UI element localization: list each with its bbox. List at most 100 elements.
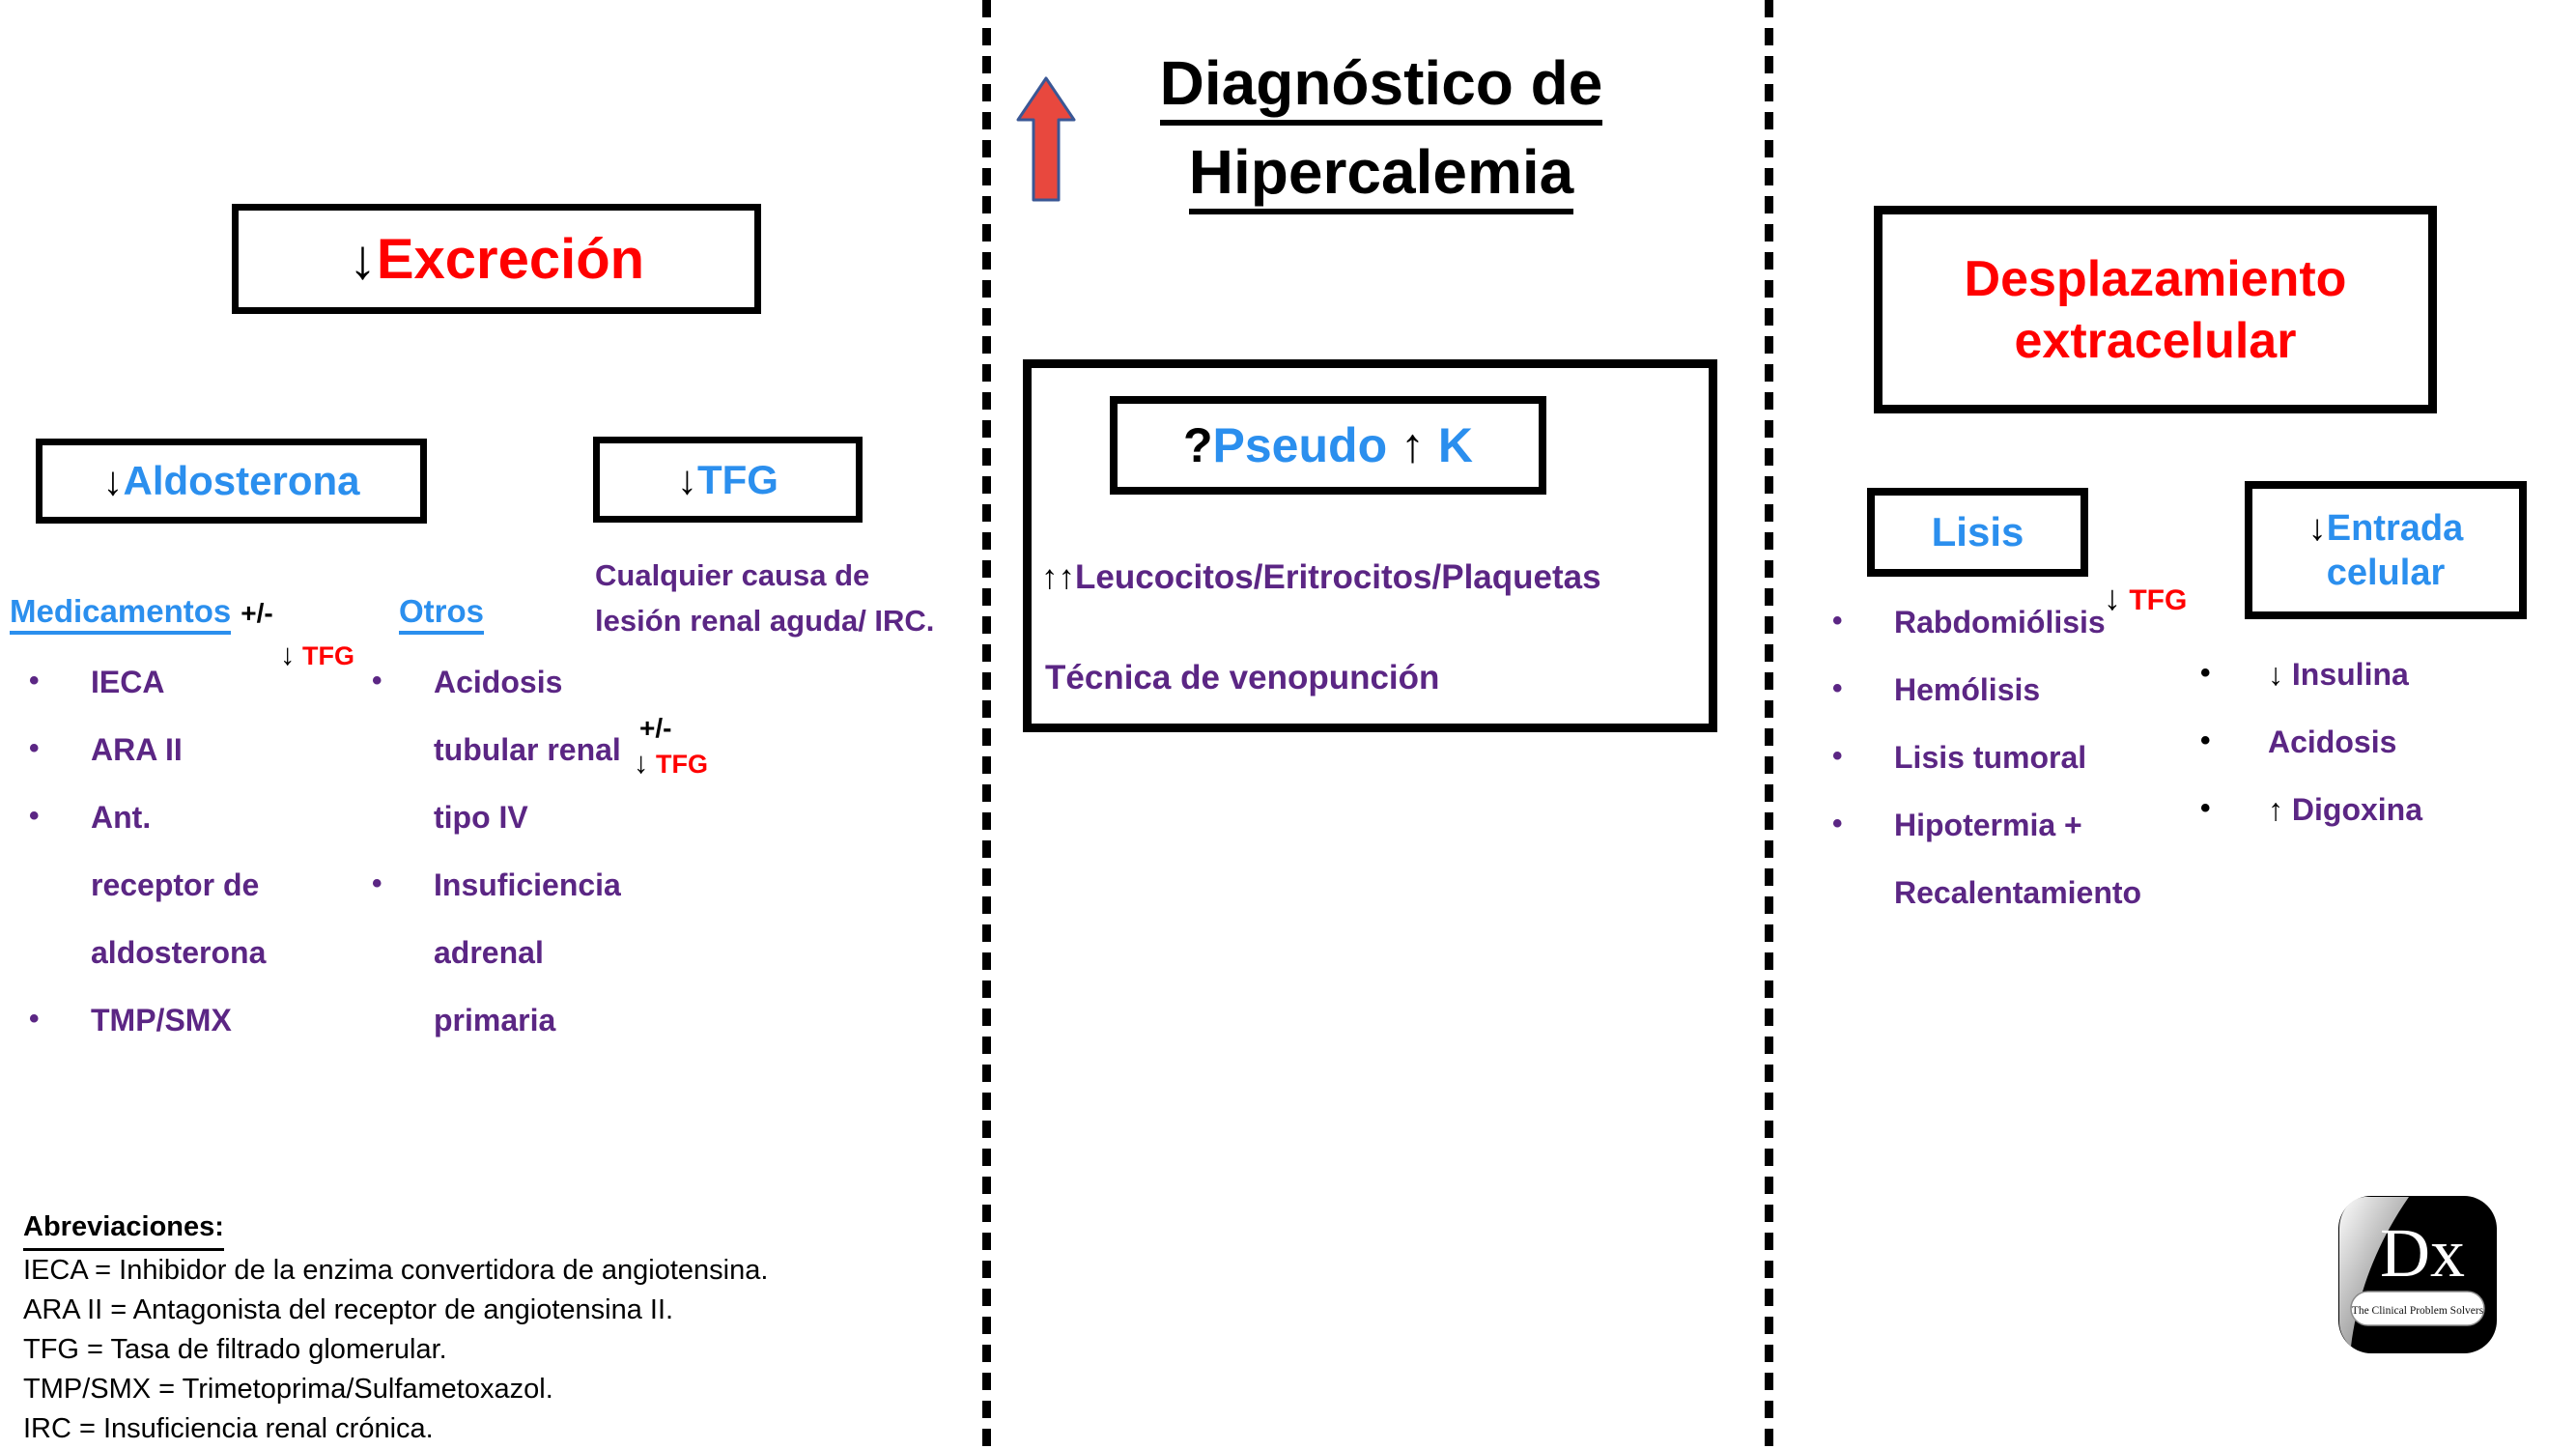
list-item: • TMP/SMX xyxy=(29,1003,266,1070)
excretion-label: Excreción xyxy=(376,227,645,291)
list-item: Recalentamiento xyxy=(1832,875,2141,943)
gfr-small-label: TFG xyxy=(2129,584,2188,616)
logo-subtitle: The Clinical Problem Solvers xyxy=(2352,1305,2484,1317)
pseudo-label: Pseudo xyxy=(1212,418,1388,472)
down-arrow-icon: ↓ xyxy=(677,456,697,502)
list-item: receptor de xyxy=(29,867,266,935)
gfr-small-label: TFG xyxy=(656,750,709,779)
medications-gfr-annotation: ↓ TFG xyxy=(280,638,354,672)
others-plus-minus-label: +/- xyxy=(639,713,672,743)
abbreviation-line: IECA = Inhibidor de la enzima convertido… xyxy=(23,1255,769,1286)
gfr-small-label: TFG xyxy=(302,641,355,670)
list-item-label: IECA xyxy=(91,665,165,699)
list-item-label: aldosterona xyxy=(91,935,267,970)
down-arrow-icon: ↓ xyxy=(348,227,377,291)
bullet-icon: • xyxy=(2200,724,2211,756)
clinical-problem-solvers-logo: Dx The Clinical Problem Solvers xyxy=(2337,1195,2498,1354)
bullet-icon: • xyxy=(29,665,40,696)
cell-entry-box: ↓Entrada celular xyxy=(2245,481,2527,619)
abbreviation-line: ARA II = Antagonista del receptor de ang… xyxy=(23,1294,674,1325)
list-item: • ↓ Insulina xyxy=(2200,657,2422,724)
list-item-label: Hemólisis xyxy=(1894,672,2041,707)
others-gfr-annotation: ↓ TFG xyxy=(634,746,708,781)
bullet-icon: • xyxy=(2200,792,2211,824)
abbreviation-line: TFG = Tasa de filtrado glomerular. xyxy=(23,1334,447,1365)
list-item: aldosterona xyxy=(29,935,266,1003)
up-arrow-icon: ↑ xyxy=(1401,418,1426,472)
shift-label-line1: Desplazamiento xyxy=(1964,250,2347,307)
page-title-line2: Hipercalemia xyxy=(1188,137,1574,214)
list-item: • Acidosis xyxy=(2200,724,2422,792)
question-mark: ? xyxy=(1182,418,1213,472)
title-up-arrow-icon xyxy=(1015,75,1077,208)
lysis-list: • Rabdomiólisis • Hemólisis • Lisis tumoral •H… xyxy=(1832,605,2141,943)
medications-list: • IECA • ARA II • Ant. receptor de aldosterona •… xyxy=(29,665,266,1070)
bullet-icon: • xyxy=(2200,657,2211,689)
abbreviation-line: IRC = Insuficiencia renal crónica. xyxy=(23,1413,434,1444)
list-item: adrenal xyxy=(372,935,621,1003)
abbreviations-title: Abreviaciones: xyxy=(23,1208,224,1251)
gfr-note-line2: lesión renal aguda/ IRC. xyxy=(595,604,935,638)
bullet-icon: • xyxy=(29,800,40,832)
list-item-label: tipo IV xyxy=(434,800,528,835)
column-divider-left xyxy=(982,0,991,1449)
lysis-box: Lisis xyxy=(1867,488,2088,577)
bullet-icon: • xyxy=(1832,740,1843,772)
excretion-header-box: ↓Excreción xyxy=(232,204,761,314)
medications-heading: Medicamentos+/- xyxy=(10,593,273,635)
down-arrow-icon: ↓ xyxy=(2104,578,2121,617)
abbreviation-line: TMP/SMX = Trimetoprima/Sulfametoxazol. xyxy=(23,1374,553,1405)
others-list: • Acidosis tubular renal tipo IV • Insuficien… xyxy=(372,665,621,1070)
shift-label-line2: extracelular xyxy=(2014,312,2297,369)
list-item-label: receptor de xyxy=(91,867,260,902)
bullet-icon: • xyxy=(29,1003,40,1035)
bullet-icon: • xyxy=(1832,672,1843,704)
list-item: •Hipotermia + xyxy=(1832,808,2141,875)
list-item-label: Insuficiencia xyxy=(434,867,621,902)
list-item-label: primaria xyxy=(434,1003,556,1037)
list-item-label: ↓ Insulina xyxy=(2268,657,2409,692)
bullet-icon: • xyxy=(372,665,382,696)
entry-label-line2: celular xyxy=(2326,552,2446,593)
gfr-note: Cualquier causa de lesión renal aguda/ I… xyxy=(595,553,934,643)
up-arrow-icon: ↑ xyxy=(2268,792,2292,827)
abbreviations-block: Abreviaciones: IECA = Inhibidor de la en… xyxy=(23,1208,768,1449)
gfr-box: ↓TFG xyxy=(593,437,863,523)
list-item: • Acidosis xyxy=(372,665,621,732)
k-label: K xyxy=(1437,418,1474,472)
list-item-label: Acidosis xyxy=(2268,724,2397,759)
list-item-label: Hipotermia + xyxy=(1894,808,2082,842)
down-arrow-icon: ↓ xyxy=(2268,657,2292,692)
list-item-label: TMP/SMX xyxy=(91,1003,232,1037)
column-divider-right xyxy=(1765,0,1773,1449)
bullet-icon: • xyxy=(29,732,40,764)
list-item: primaria xyxy=(372,1003,621,1070)
lysis-gfr-annotation: ↓ TFG xyxy=(2104,578,2187,618)
list-item: • Insuficiencia xyxy=(372,867,621,935)
others-heading: Otros xyxy=(399,593,485,635)
bullet-icon: • xyxy=(1832,605,1843,637)
page-title-line1: Diagnóstico de xyxy=(1159,48,1603,126)
pseudo-cause-venipuncture: Técnica de venopunción xyxy=(1045,659,1440,696)
list-item-label: Rabdomiólisis xyxy=(1894,605,2106,639)
list-item: • IECA xyxy=(29,665,266,732)
double-up-arrow-icon: ↑↑ xyxy=(1041,558,1075,596)
list-item-label: Acidosis xyxy=(434,665,563,699)
pseudo-cause-cells: ↑↑Leucocitos/Eritrocitos/Plaquetas xyxy=(1041,558,1601,597)
aldosterone-box: ↓Aldosterona xyxy=(36,439,427,524)
list-item: • ARA II xyxy=(29,732,266,800)
list-item-label: adrenal xyxy=(434,935,544,970)
list-item: • Rabdomiólisis xyxy=(1832,605,2141,672)
logo-monogram: Dx xyxy=(2380,1214,2465,1292)
list-item: tubular renal xyxy=(372,732,621,800)
list-item-label: Lisis tumoral xyxy=(1894,740,2087,775)
list-item: •↑ Digoxina xyxy=(2200,792,2422,860)
list-item-label: tubular renal xyxy=(434,732,621,767)
list-item-label: Ant. xyxy=(91,800,152,835)
list-item: • Ant. xyxy=(29,800,266,867)
bullet-icon: • xyxy=(372,867,382,899)
list-item-label: ARA II xyxy=(91,732,183,767)
list-item: • Hemólisis xyxy=(1832,672,2141,740)
down-arrow-icon: ↓ xyxy=(280,638,296,671)
